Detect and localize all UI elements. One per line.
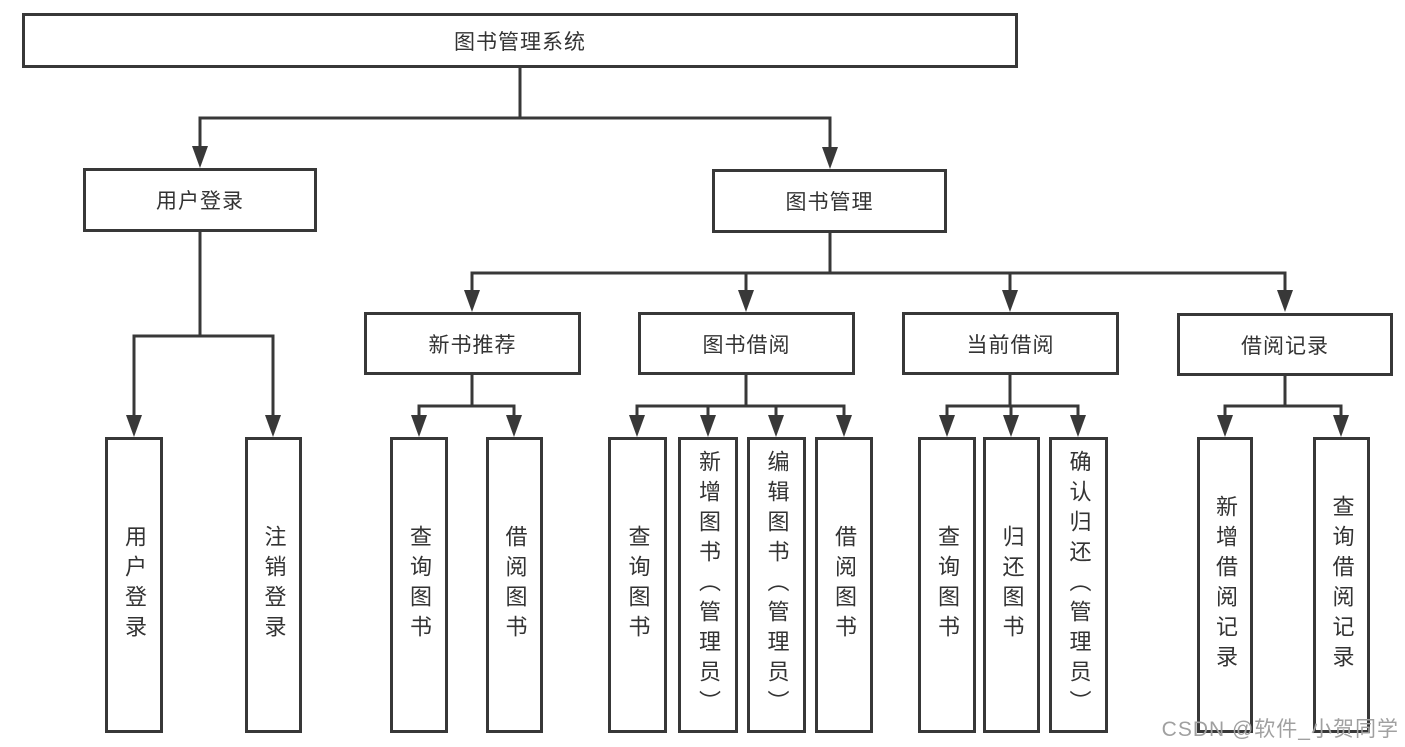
node-new-book-recommendation: 新书推荐 (364, 312, 581, 375)
leaf-query-books-recommend: 查询图书 (390, 437, 448, 733)
node-label: 注销登录 (261, 525, 287, 645)
node-label: 查询图书 (407, 525, 432, 645)
node-book-management: 图书管理 (712, 169, 947, 233)
arrow-icon (700, 415, 716, 437)
node-label: 用户登录 (122, 525, 147, 645)
leaf-edit-books-admin: 编辑图书（管理员） (747, 437, 806, 733)
node-book-borrowing: 图书借阅 (638, 312, 855, 375)
csdn-watermark: CSDN @软件_小贺同学 (1161, 718, 1399, 741)
leaf-query-books-borrow: 查询图书 (608, 437, 667, 733)
arrow-icon (629, 415, 645, 437)
node-label: 借阅图书 (832, 525, 857, 645)
arrow-icon (939, 415, 955, 437)
node-label: 用户登录 (156, 190, 244, 213)
leaf-user-login: 用户登录 (105, 437, 163, 733)
leaf-confirm-return-admin: 确认归还（管理员） (1049, 437, 1108, 733)
arrow-icon (265, 415, 281, 437)
arrow-icon (411, 415, 427, 437)
leaf-add-books-admin: 新增图书（管理员） (678, 437, 738, 733)
node-label: 当前借阅 (966, 333, 1055, 357)
leaf-query-books-current: 查询图书 (918, 437, 976, 733)
node-current-borrowing: 当前借阅 (902, 312, 1119, 375)
node-label: 查询借阅记录 (1329, 495, 1355, 675)
arrow-icon (1217, 415, 1233, 437)
node-label: 查询图书 (625, 525, 651, 645)
arrow-icon (464, 290, 480, 312)
node-label: 编辑图书（管理员） (764, 450, 790, 720)
node-label: 图书管理系统 (454, 30, 586, 54)
arrow-icon (1003, 415, 1019, 437)
arrow-icon (1002, 290, 1018, 312)
arrow-icon (836, 415, 852, 437)
connector-lines (132, 66, 1343, 421)
arrow-icon (738, 290, 754, 312)
leaf-add-borrow-record: 新增借阅记录 (1197, 437, 1253, 733)
arrow-icon (1333, 415, 1349, 437)
node-label: 确认归还（管理员） (1066, 450, 1092, 720)
node-label: 归还图书 (999, 525, 1025, 645)
node-label: 新增借阅记录 (1213, 495, 1238, 675)
node-user-login: 用户登录 (83, 168, 317, 232)
arrow-icon (192, 146, 208, 168)
arrow-icon (1070, 415, 1086, 437)
leaf-logout: 注销登录 (245, 437, 302, 733)
node-borrowing-records: 借阅记录 (1177, 313, 1393, 376)
node-label: 新书推荐 (428, 333, 517, 357)
leaf-borrow-books-recommend: 借阅图书 (486, 437, 543, 733)
node-root-library-system: 图书管理系统 (22, 13, 1018, 68)
arrow-icon (126, 415, 142, 437)
leaf-borrow-books: 借阅图书 (815, 437, 873, 733)
node-label: 借阅记录 (1241, 334, 1329, 358)
node-label: 图书借阅 (702, 333, 791, 357)
node-label: 查询图书 (935, 525, 960, 645)
leaf-return-books: 归还图书 (983, 437, 1040, 733)
arrow-icon (768, 415, 784, 437)
node-label: 图书管理 (785, 191, 874, 214)
node-label: 借阅图书 (502, 525, 528, 645)
leaf-query-borrow-record: 查询借阅记录 (1313, 437, 1370, 733)
arrow-icon (822, 147, 838, 169)
arrow-icon (1277, 290, 1293, 312)
arrow-icon (506, 415, 522, 437)
node-label: 新增图书（管理员） (696, 450, 721, 720)
arrowheads (126, 146, 1349, 437)
